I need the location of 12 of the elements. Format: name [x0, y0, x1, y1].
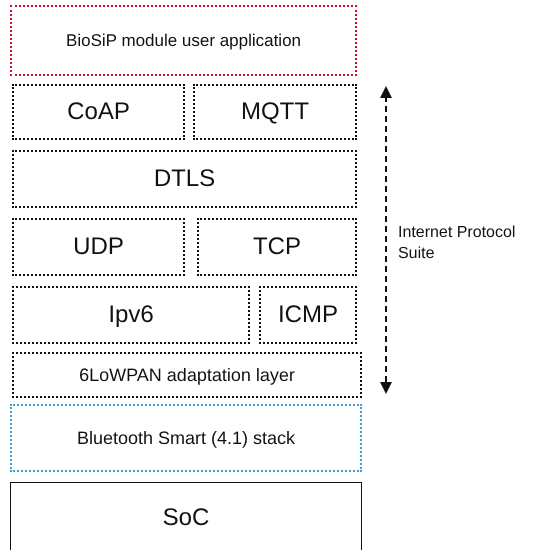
- protocol-box: UDP: [12, 218, 185, 276]
- suite-label: Internet Protocol Suite: [398, 223, 516, 264]
- stack-layer-box: Bluetooth Smart (4.1) stack: [10, 404, 362, 472]
- adaptation-layer-box: 6LoWPAN adaptation layer: [12, 352, 362, 398]
- protocol-box: CoAP: [12, 84, 185, 140]
- hardware-layer-box: SoC: [10, 482, 362, 550]
- protocol-box: MQTT: [193, 84, 357, 140]
- protocol-box: ICMP: [259, 286, 357, 344]
- protocol-box: DTLS: [12, 150, 357, 208]
- application-layer-box: BioSiP module user application: [10, 5, 357, 76]
- protocol-box: TCP: [197, 218, 357, 276]
- protocol-box: Ipv6: [12, 286, 250, 344]
